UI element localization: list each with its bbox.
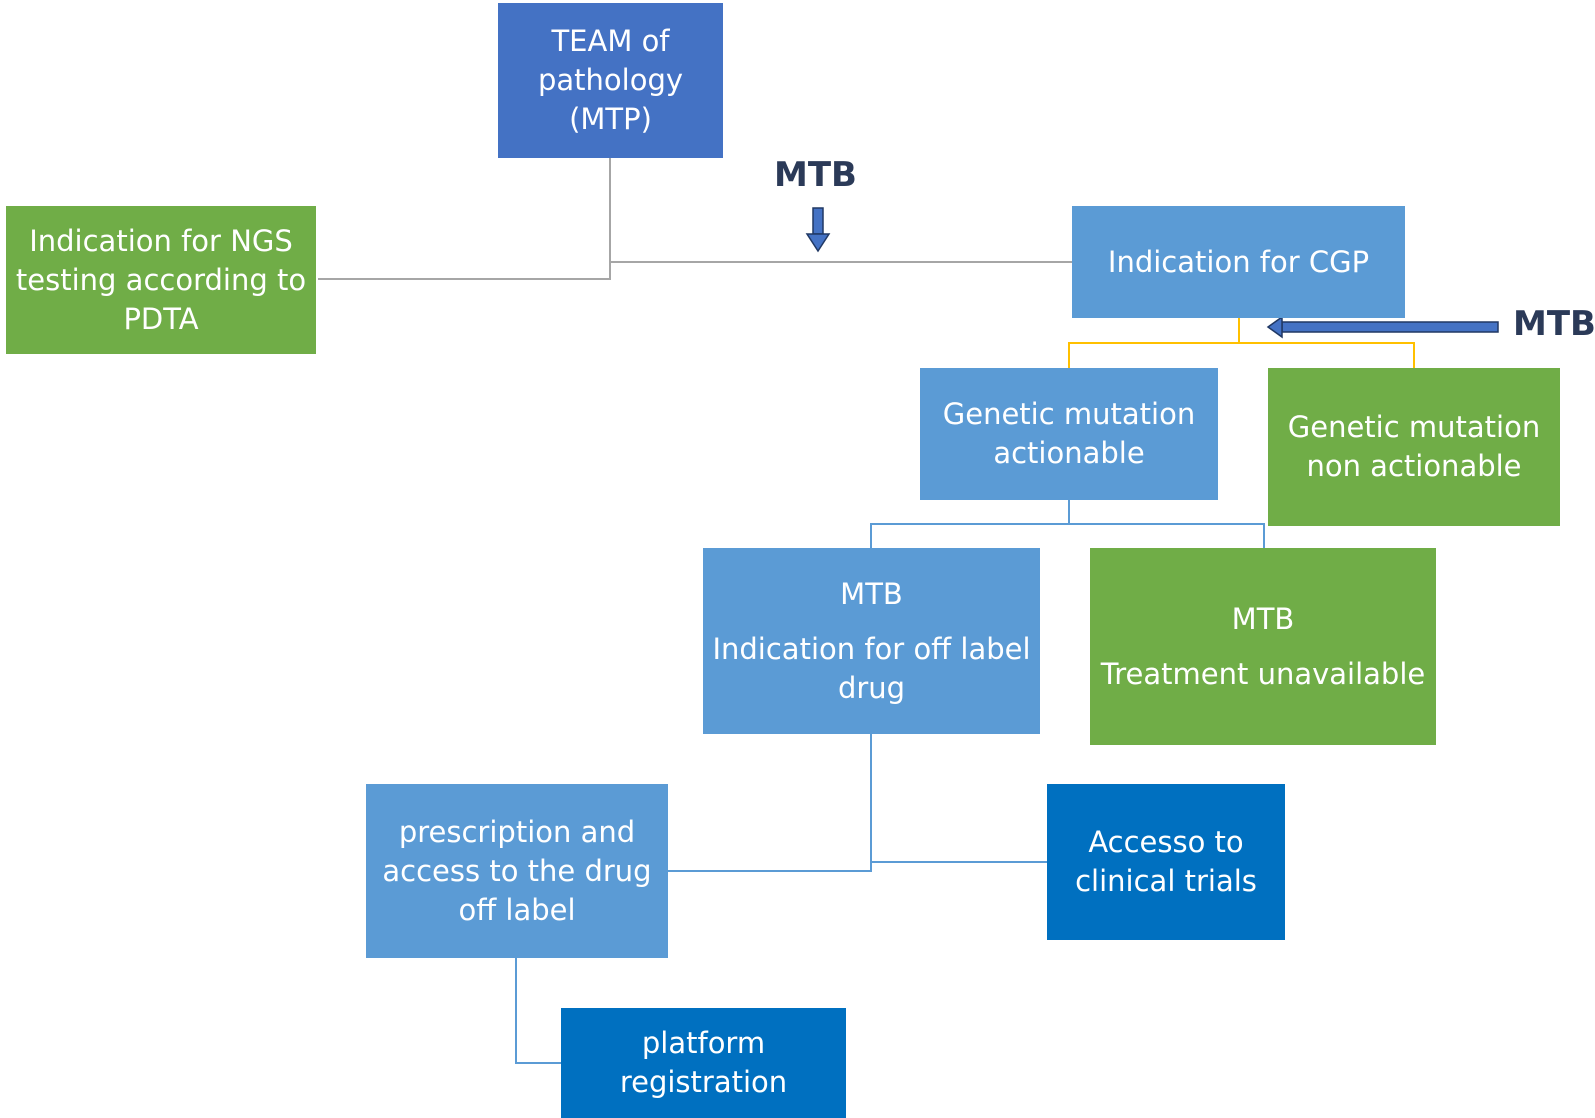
mtb-top-label: MTB (774, 155, 857, 195)
unavailable-heading: MTB (1231, 601, 1295, 636)
ngs-indication-label: Indication for NGS testing according to … (15, 223, 307, 336)
actionable-box: Genetic mutation actionable (920, 368, 1218, 500)
team-pathology-label: TEAM of pathology (MTP) (537, 24, 684, 136)
arrow-left-icon (1266, 315, 1499, 339)
actionable-label: Genetic mutation actionable (942, 397, 1196, 470)
connector-offlabel-prescription (668, 734, 872, 872)
connector-cgp-nonactionable (1239, 342, 1415, 368)
prescription-label: prescription and access to the drug off … (382, 814, 652, 927)
treatment-unavailable-box: MTB Treatment unavailable (1090, 548, 1436, 745)
mtb-right-label: MTB (1513, 304, 1595, 344)
offlabel-label: Indication for off label drug (712, 631, 1031, 705)
cgp-indication-label: Indication for CGP (1107, 244, 1370, 279)
offlabel-indication-box: MTB Indication for off label drug (703, 548, 1040, 734)
connector-actionable-unavailable (1069, 523, 1265, 548)
platform-registration-box: platform registration (561, 1008, 846, 1118)
connector-cgp-split (1068, 318, 1240, 368)
platform-registration-label: platform registration (619, 1026, 788, 1099)
ngs-indication-box: Indication for NGS testing according to … (6, 206, 316, 354)
connector-actionable-split (870, 500, 1070, 548)
unavailable-label: Treatment unavailable (1100, 656, 1426, 691)
prescription-box: prescription and access to the drug off … (366, 784, 668, 958)
connector-team-ngs (318, 158, 611, 280)
non-actionable-label: Genetic mutation non actionable (1287, 410, 1541, 483)
non-actionable-box: Genetic mutation non actionable (1268, 368, 1560, 526)
clinical-trials-box: Accesso to clinical trials (1047, 784, 1285, 940)
arrow-down-icon (805, 207, 831, 253)
cgp-indication-box: Indication for CGP (1072, 206, 1405, 318)
clinical-trials-label: Accesso to clinical trials (1075, 825, 1257, 898)
connector-prescription-platform (515, 958, 561, 1064)
offlabel-heading: MTB (840, 576, 903, 611)
team-pathology-box: TEAM of pathology (MTP) (498, 3, 723, 158)
